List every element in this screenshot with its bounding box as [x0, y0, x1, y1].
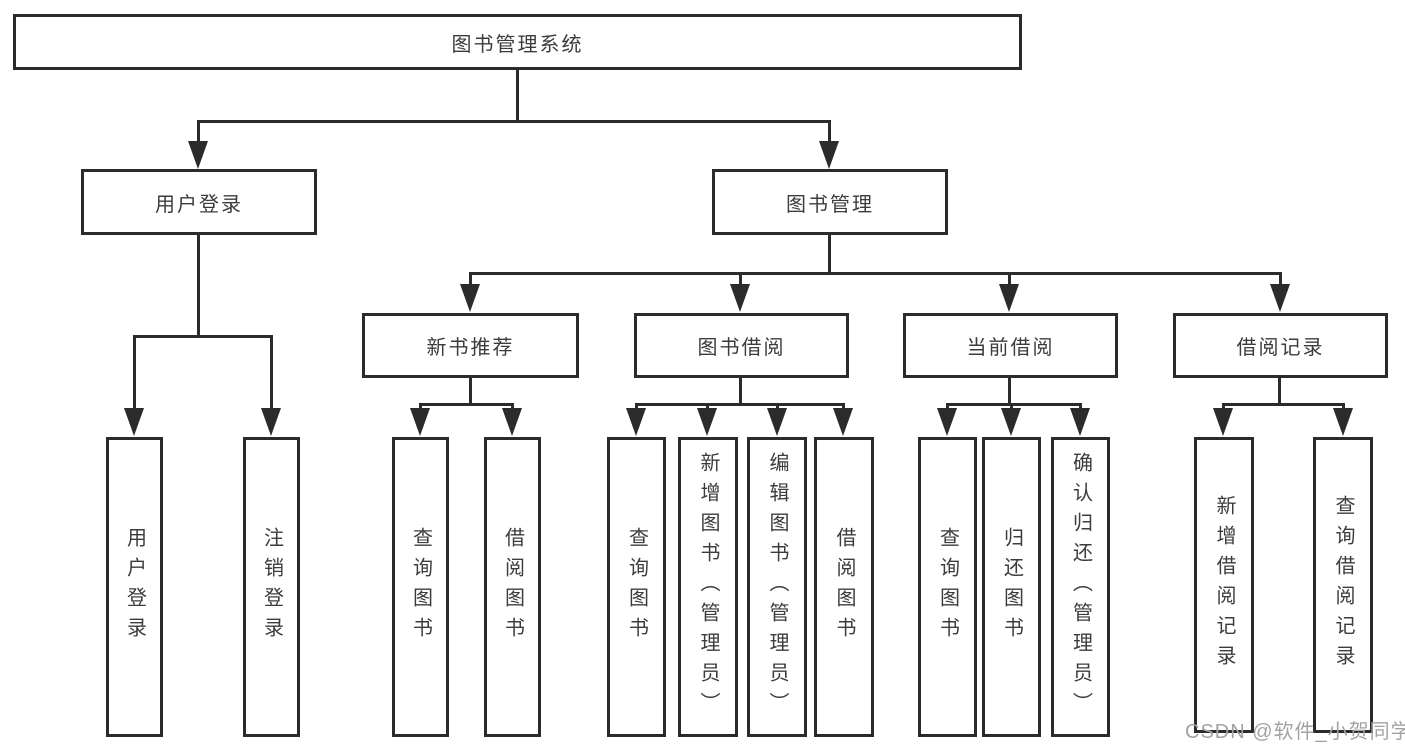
arrowhead-b4	[833, 408, 853, 436]
arrowhead-c3	[1070, 408, 1090, 436]
node-current-borrow: 当前借阅	[903, 313, 1118, 378]
connector-stem-c3	[1079, 403, 1082, 411]
connector-stem-c2	[1010, 403, 1013, 411]
arrowhead-r2	[502, 408, 522, 436]
arrowhead-records	[1270, 284, 1290, 312]
arrowhead-leaf-login	[124, 408, 144, 436]
connector-stem-borrow	[739, 272, 742, 286]
arrowhead-b3	[767, 408, 787, 436]
connector-current-branch	[946, 403, 1082, 406]
connector-mgmt-branch	[469, 272, 1282, 275]
connector-recommend-branch	[419, 403, 514, 406]
leaf-query-books-current: 查询图书	[918, 437, 977, 737]
arrowhead-user-login	[188, 141, 208, 169]
connector-stem-recommend	[469, 272, 472, 286]
connector-borrow-branch	[635, 403, 845, 406]
connector-stem-b2	[706, 403, 709, 411]
leaf-edit-book-admin: 编辑图书（管理员）	[747, 437, 807, 737]
connector-root-branch	[197, 120, 831, 123]
connector-stem-rec1	[1222, 403, 1225, 411]
connector-user-stub	[197, 235, 200, 338]
connector-stem-leaf-logout	[270, 335, 273, 411]
leaf-query-books-recommend: 查询图书	[392, 437, 449, 737]
connector-stem-r1	[419, 403, 422, 411]
arrowhead-recommend	[460, 284, 480, 312]
arrowhead-borrow	[730, 284, 750, 312]
connector-stem-c1	[946, 403, 949, 411]
leaf-add-book-admin: 新增图书（管理员）	[678, 437, 738, 737]
leaf-borrow-books-borrow: 借阅图书	[814, 437, 874, 737]
connector-borrow-stub	[739, 378, 742, 406]
connector-mgmt-stub	[828, 235, 831, 275]
arrowhead-c1	[937, 408, 957, 436]
leaf-user-login: 用户登录	[106, 437, 163, 737]
connector-stem-rec2	[1342, 403, 1345, 411]
connector-user-branch	[133, 335, 273, 338]
connector-stem-r2	[511, 403, 514, 411]
leaf-logout: 注销登录	[243, 437, 300, 737]
connector-stem-b4	[842, 403, 845, 411]
arrowhead-b1	[626, 408, 646, 436]
connector-stem-leaf-login	[133, 335, 136, 411]
arrowhead-current	[999, 284, 1019, 312]
arrowhead-r1	[410, 408, 430, 436]
leaf-query-borrow-record: 查询借阅记录	[1313, 437, 1373, 733]
leaf-return-book: 归还图书	[982, 437, 1041, 737]
connector-stem-current	[1008, 272, 1011, 286]
arrowhead-c2	[1001, 408, 1021, 436]
node-book-borrow: 图书借阅	[634, 313, 849, 378]
node-borrow-records: 借阅记录	[1173, 313, 1388, 378]
arrowhead-b2	[697, 408, 717, 436]
node-root-system: 图书管理系统	[13, 14, 1022, 70]
connector-recommend-stub	[469, 378, 472, 406]
arrowhead-book-management	[819, 141, 839, 169]
connector-root-stub	[516, 69, 519, 122]
connector-stem-user-login	[197, 120, 200, 144]
node-new-book-recommend: 新书推荐	[362, 313, 579, 378]
connector-stem-b3	[776, 403, 779, 411]
leaf-borrow-books-recommend: 借阅图书	[484, 437, 541, 737]
leaf-confirm-return-admin: 确认归还（管理员）	[1051, 437, 1110, 737]
connector-stem-records	[1279, 272, 1282, 286]
connector-records-branch	[1222, 403, 1345, 406]
arrowhead-rec2	[1333, 408, 1353, 436]
arrowhead-rec1	[1213, 408, 1233, 436]
leaf-query-books-borrow: 查询图书	[607, 437, 666, 737]
connector-records-stub	[1278, 378, 1281, 406]
csdn-watermark: CSDN @软件_小贺同学	[1185, 721, 1405, 743]
connector-current-stub	[1008, 378, 1011, 406]
connector-stem-book-management	[828, 120, 831, 144]
connector-stem-b1	[635, 403, 638, 411]
node-book-management: 图书管理	[712, 169, 948, 235]
arrowhead-leaf-logout	[261, 408, 281, 436]
leaf-add-borrow-record: 新增借阅记录	[1194, 437, 1254, 733]
node-user-login: 用户登录	[81, 169, 317, 235]
